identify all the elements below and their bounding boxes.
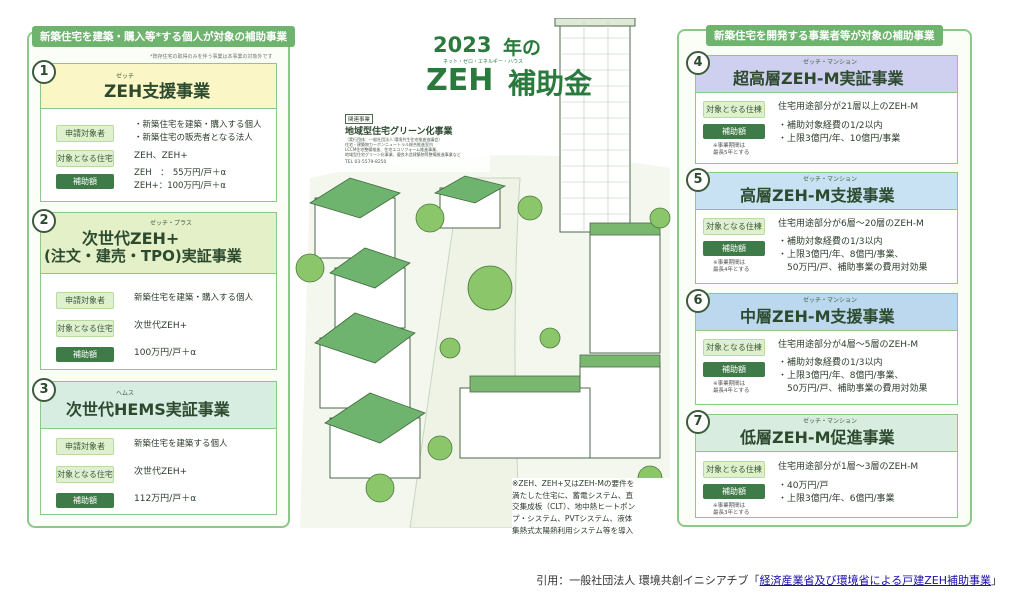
card-7-label-building: 対象となる住棟 (703, 461, 765, 478)
related-project-tag: 関連事業 (345, 114, 374, 124)
card-6-label-building: 対象となる住棟 (703, 339, 765, 356)
center-title-ruby: ネット・ゼロ・エネルギー・ハウス (443, 59, 524, 65)
card-7-value-building: 住宅用途部分が1層〜3層のZEH-M (778, 462, 919, 472)
card-3-ruby: ヘムス (116, 390, 135, 397)
card-5-note: ※事業期間は 最長4年とする (713, 260, 750, 273)
related-project-box (340, 112, 490, 172)
caption-prefix: 引用：一般社団法人 環境共創イニシアチブ「 (536, 574, 760, 587)
center-year: 2023 (433, 33, 492, 57)
card-7-value-amount: ・40万円/戸 ・上限3億円/年、6億円/事業 (778, 481, 895, 504)
card-1-value-applicant: ・新築住宅を建築・購入する個人 ・新築住宅の販売者となる法人 (134, 120, 262, 143)
card-6-value-amount: ・補助対象経費の1/3以内 ・上限3億円/年、8億円/事業、 50万円/戸、補助… (778, 358, 928, 394)
card-number-1: 1 (32, 60, 56, 84)
card-4-label-amount: 補助額 (703, 124, 765, 139)
card-3-label-applicant: 申請対象者 (56, 438, 114, 455)
card-1-value-amount: ZEH ： 55万円/戸＋α ZEH+：100万円/戸＋α (134, 168, 227, 191)
card-4-value-amount: ・補助対象経費の1/2以内 ・上限3億円/年、10億円/事業 (778, 121, 901, 144)
card-4-title: 超高層ZEH-M実証事業 (733, 69, 904, 88)
card-2-title-line2: (注文・建売・TPO)実証事業 (44, 247, 242, 265)
card-2-label-amount: 補助額 (56, 347, 114, 362)
center-year-suffix: 年の (503, 37, 542, 59)
center-footnote: ※ZEH、ZEH+又はZEH-Mの要件を 満たした住宅に、蓄電システム、直 交集… (512, 478, 692, 536)
card-3-title: 次世代HEMS実証事業 (66, 400, 230, 419)
source-caption: 引用：一般社団法人 環境共創イニシアチブ「経済産業省及び環境省による戸建ZEH補… (536, 572, 1002, 588)
card-7-label-amount: 補助額 (703, 484, 765, 499)
card-3-value-applicant: 新築住宅を建築する個人 (134, 439, 228, 449)
card-4-label-building: 対象となる住棟 (703, 101, 765, 118)
card-number-4: 4 (686, 51, 710, 75)
town-illustration (295, 18, 671, 528)
card-4-note: ※事業期間は 最長5年とする (713, 143, 750, 156)
card-5-label-building: 対象となる住棟 (703, 218, 765, 235)
card-3-value-housing: 次世代ZEH+ (134, 467, 188, 477)
related-project-desc: （実行団体：一般社団法人 環境共生住宅推進協議会） 住宅・建築物カーボンニュート… (345, 137, 461, 157)
card-6-value-building: 住宅用途部分が4層〜5層のZEH-M (778, 340, 919, 350)
card-2-value-housing: 次世代ZEH+ (134, 321, 188, 331)
card-number-5: 5 (686, 168, 710, 192)
card-1-ruby: ゼッチ (116, 73, 135, 80)
related-project-title: 地域型住宅グリーン化事業 (345, 127, 453, 137)
card-5-value-building: 住宅用途部分が6層〜20層のZEH-M (778, 219, 924, 229)
caption-suffix: 」 (991, 574, 1002, 587)
caption-link[interactable]: 経済産業省及び環境省による戸建ZEH補助事業 (759, 574, 991, 587)
card-5-label-amount: 補助額 (703, 241, 765, 256)
right-panel-title: 新築住宅を開発する事業者等が対象の補助事業 (706, 25, 943, 46)
tall-tower (554, 18, 636, 233)
card-6-note: ※事業期間は 最長4年とする (713, 381, 750, 394)
card-1-label-housing: 対象となる住宅 (56, 150, 114, 167)
card-number-2: 2 (32, 209, 56, 233)
card-number-7: 7 (686, 410, 710, 434)
card-2-label-housing: 対象となる住宅 (56, 320, 114, 337)
card-7-note: ※事業期間は 最長3年とする (713, 503, 750, 516)
card-3-label-housing: 対象となる住宅 (56, 466, 114, 483)
card-1-label-amount: 補助額 (56, 174, 114, 189)
card-2-value-applicant: 新築住宅を建築・購入する個人 (134, 293, 254, 303)
card-2-title: 次世代ZEH+ (82, 229, 180, 248)
card-7-title: 低層ZEH-M促進事業 (740, 428, 895, 447)
center-title-zeh: ZEH (426, 63, 494, 98)
card-6-ruby: ゼッチ・マンション (803, 297, 858, 304)
card-next-zeh-plus (40, 212, 277, 370)
card-6-label-amount: 補助額 (703, 362, 765, 377)
card-4-value-building: 住宅用途部分が21層以上のZEH-M (778, 102, 919, 112)
card-2-label-applicant: 申請対象者 (56, 292, 114, 309)
card-3-label-amount: 補助額 (56, 493, 114, 508)
card-5-ruby: ゼッチ・マンション (803, 176, 858, 183)
center-title-subsidy: 補助金 (508, 67, 593, 100)
left-panel-note: *既存住宅の取得のみを伴う事業は本事業の対象外です (150, 54, 273, 60)
card-next-hems (40, 381, 277, 515)
card-2-value-amount: 100万円/戸＋α (134, 348, 197, 358)
card-number-3: 3 (32, 378, 56, 402)
card-number-6: 6 (686, 289, 710, 313)
card-3-value-amount: 112万円/戸＋α (134, 494, 197, 504)
card-5-value-amount: ・補助対象経費の1/3以内 ・上限3億円/年、8億円/事業、 50万円/戸、補助… (778, 237, 928, 273)
card-5-title: 高層ZEH-M支援事業 (740, 186, 895, 205)
card-1-value-housing: ZEH、ZEH+ (134, 151, 188, 161)
card-2-ruby: ゼッチ・プラス (150, 220, 192, 227)
card-1-title: ZEH支援事業 (104, 82, 211, 102)
card-6-title: 中層ZEH-M支援事業 (740, 307, 895, 326)
related-project-tel: TEL 03-5579-8250 (345, 160, 387, 165)
card-7-ruby: ゼッチ・マンション (803, 418, 858, 425)
card-4-ruby: ゼッチ・マンション (803, 59, 858, 66)
left-panel-title: 新築住宅を建築・購入等*する個人が対象の補助事業 (32, 26, 295, 47)
card-1-label-applicant: 申請対象者 (56, 125, 114, 142)
